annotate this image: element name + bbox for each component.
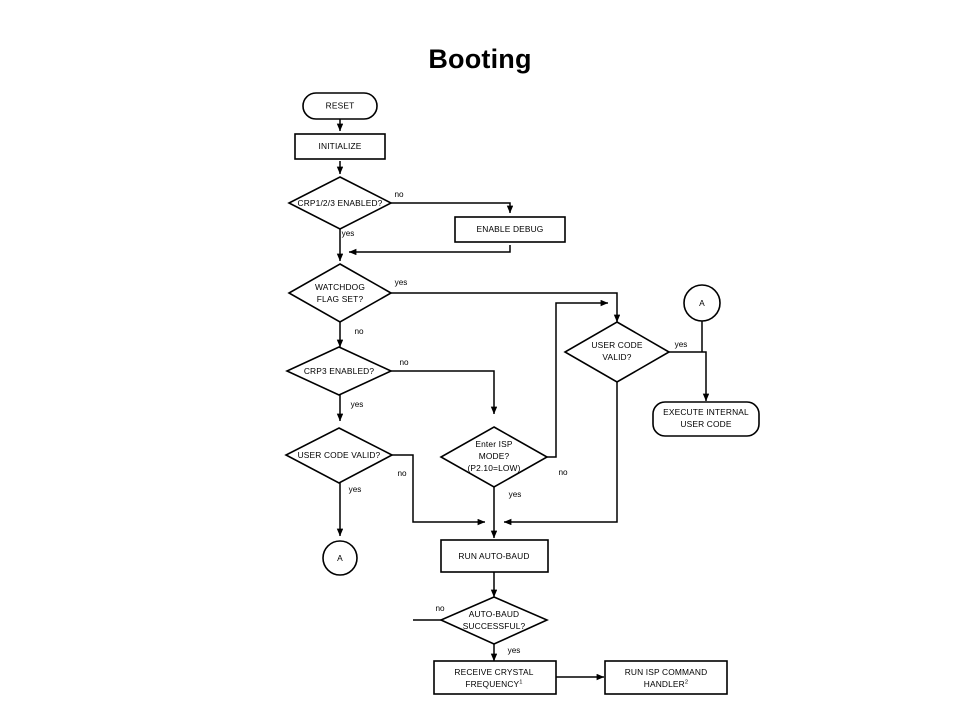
node-enable-debug-label: ENABLE DEBUG: [477, 224, 544, 234]
node-run-isp-command-handler-label-line2: HANDLER: [644, 679, 685, 689]
edge-crp123-no-enabledebug: [391, 202, 514, 214]
edge-ucvright-yes-executecode: [669, 351, 710, 402]
edge-label-autobaud-yes: yes: [508, 646, 521, 655]
edge-watchdog-yes-ucvright: [391, 292, 621, 323]
node-auto-baud-successful-label-line1: AUTO-BAUD: [469, 609, 520, 619]
node-reset[interactable]: RESET: [302, 92, 378, 120]
node-execute-internal-user-code-label-line1: EXECUTE INTERNAL: [663, 407, 749, 417]
connector-layer: [336, 119, 710, 681]
edge-label-crp3-yes: yes: [351, 400, 364, 409]
node-run-auto-baud-label: RUN AUTO-BAUD: [458, 551, 529, 561]
node-crp3[interactable]: CRP3 ENABLED?: [285, 346, 393, 396]
edge-label-ucvright-yes: yes: [675, 340, 688, 349]
node-crp3-label: CRP3 ENABLED?: [304, 366, 375, 376]
node-auto-baud-successful-label-line2: SUCCESSFUL?: [463, 621, 526, 631]
node-initialize-label: INITIALIZE: [319, 141, 362, 151]
node-watchdog-flag-label-line1: WATCHDOG: [315, 282, 365, 292]
node-user-code-valid-left[interactable]: USER CODE VALID?: [284, 427, 394, 484]
node-reset-label: RESET: [326, 101, 355, 111]
node-execute-internal-user-code[interactable]: EXECUTE INTERNAL USER CODE: [652, 401, 760, 437]
node-watchdog-flag[interactable]: WATCHDOG FLAG SET?: [287, 263, 393, 323]
node-enter-isp-mode-label-line1: Enter ISP: [475, 439, 512, 449]
node-connector-a-top[interactable]: A: [683, 284, 721, 322]
node-execute-internal-user-code-label-line2: USER CODE: [680, 419, 731, 429]
node-receive-crystal-frequency[interactable]: RECEIVE CRYSTAL FREQUENCY1: [433, 660, 557, 695]
node-run-auto-baud[interactable]: RUN AUTO-BAUD: [440, 539, 549, 573]
node-connector-a-bottom[interactable]: A: [322, 540, 358, 576]
edge-crp3-no-enterisp: [391, 370, 498, 415]
node-receive-crystal-frequency-superscript: 1: [519, 679, 522, 685]
node-receive-crystal-frequency-label-line1: RECEIVE CRYSTAL: [454, 667, 533, 677]
node-crp123-label: CRP1/2/3 ENABLED?: [298, 198, 383, 208]
node-enter-isp-mode[interactable]: Enter ISP MODE? (P2.10=LOW): [439, 426, 549, 488]
edge-label-autobaud-no: no: [435, 604, 445, 613]
edge-label-enterisp-no: no: [558, 468, 568, 477]
edge-ucvleft-no-autobaud: [392, 454, 486, 526]
node-layer: RESET INITIALIZE CRP1/2/3 ENABLED? ENABL…: [284, 92, 760, 695]
node-run-isp-command-handler[interactable]: RUN ISP COMMAND HANDLER2: [604, 660, 728, 695]
node-crp123[interactable]: CRP1/2/3 ENABLED?: [287, 176, 393, 230]
edge-label-ucvleft-no: no: [397, 469, 407, 478]
svg-text:HANDLER2: HANDLER2: [644, 679, 688, 689]
node-enter-isp-mode-label-line2: MODE?: [479, 451, 510, 461]
edge-label-crp123-no: no: [394, 190, 404, 199]
edge-label-watchdog-yes: yes: [395, 278, 408, 287]
svg-text:FREQUENCY1: FREQUENCY1: [465, 679, 522, 689]
edge-label-watchdog-no: no: [354, 327, 364, 336]
edge-label-crp3-no: no: [399, 358, 409, 367]
node-user-code-valid-left-label: USER CODE VALID?: [298, 450, 381, 460]
node-run-isp-command-handler-superscript: 2: [685, 679, 688, 685]
edge-label-crp123-yes: yes: [342, 229, 355, 238]
node-connector-a-top-label: A: [699, 298, 705, 308]
node-auto-baud-successful[interactable]: AUTO-BAUD SUCCESSFUL?: [439, 596, 549, 645]
node-user-code-valid-right-label-line1: USER CODE: [591, 340, 642, 350]
node-watchdog-flag-label-line2: FLAG SET?: [317, 294, 364, 304]
edge-ucvright-no-autobaud: [503, 382, 618, 526]
edge-label-enterisp-yes: yes: [509, 490, 522, 499]
edge-enterisp-no-ucvright: [547, 299, 609, 458]
node-enter-isp-mode-label-line3: (P2.10=LOW): [467, 463, 520, 473]
node-user-code-valid-right-label-line2: VALID?: [602, 352, 631, 362]
node-connector-a-bottom-label: A: [337, 553, 343, 563]
node-enable-debug[interactable]: ENABLE DEBUG: [454, 216, 566, 243]
page-title: Booting: [428, 44, 532, 74]
node-receive-crystal-frequency-label-line2: FREQUENCY: [465, 679, 519, 689]
node-initialize[interactable]: INITIALIZE: [294, 133, 386, 160]
node-user-code-valid-right[interactable]: USER CODE VALID?: [563, 321, 671, 383]
edge-label-layer: no yes yes no no yes no yes no yes yes n…: [342, 190, 688, 655]
node-run-isp-command-handler-label-line1: RUN ISP COMMAND: [625, 667, 708, 677]
edge-enabledebug-join: [348, 245, 511, 256]
edge-label-ucvleft-yes: yes: [349, 485, 362, 494]
